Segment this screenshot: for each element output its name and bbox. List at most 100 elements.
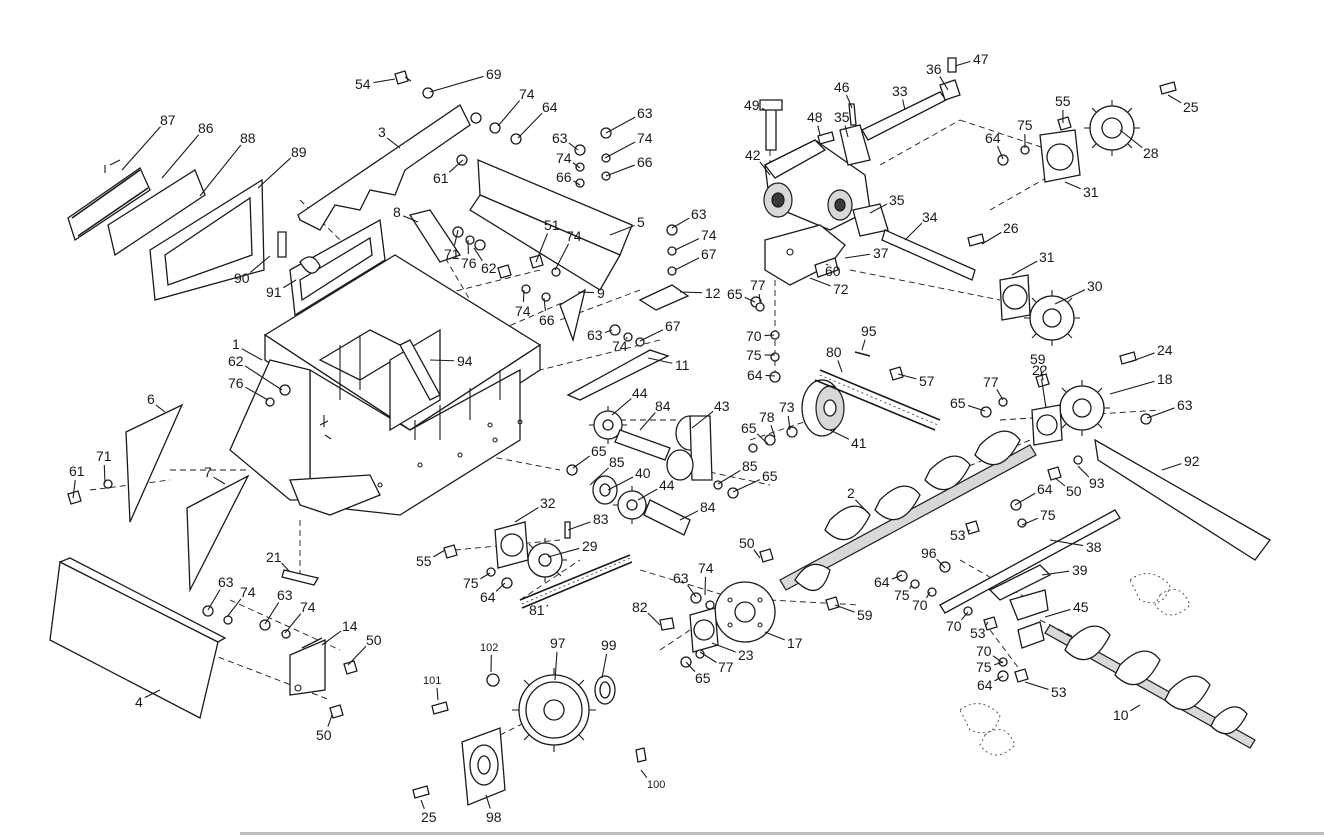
gasket-86 <box>67 167 151 242</box>
callout-leader <box>647 357 673 364</box>
callout-label: 63 <box>587 327 603 343</box>
callout-label: 55 <box>416 553 432 569</box>
callout-leader <box>869 203 888 214</box>
callout-leader <box>1014 492 1036 506</box>
callout-label: 2 <box>847 485 855 501</box>
callout-label: 97 <box>550 635 566 651</box>
callout-leader <box>994 661 1004 666</box>
callout-label: 96 <box>921 545 937 561</box>
callout-leader <box>637 488 658 501</box>
callout-label: 70 <box>946 618 962 634</box>
callout-leader <box>764 631 785 641</box>
callout-label: 65 <box>741 420 757 436</box>
callout-label: 76 <box>461 255 477 271</box>
window-88 <box>107 169 206 257</box>
callout-label: 50 <box>739 535 755 551</box>
callout-leader <box>647 612 661 626</box>
callout-leader <box>241 348 263 361</box>
callout-label: 62 <box>228 353 244 369</box>
callout-leader <box>909 584 913 590</box>
callout-leader <box>1054 289 1086 305</box>
callout-leader <box>554 651 558 681</box>
callout-label: 64 <box>480 589 496 605</box>
callout-label: 31 <box>1039 249 1055 265</box>
callout-leader <box>674 257 700 271</box>
callout-label: 74 <box>701 227 717 243</box>
callout-leader <box>711 642 736 653</box>
callout-leader <box>809 277 831 287</box>
callout-label: 62 <box>481 260 497 276</box>
callout-label: 11 <box>675 357 690 373</box>
callout-label: 50 <box>316 727 332 743</box>
bar-assembly <box>939 509 1121 649</box>
callout-leader <box>144 689 161 699</box>
callout-leader <box>605 164 635 177</box>
callout-leader <box>607 476 634 491</box>
callout-leader <box>967 405 986 412</box>
callout-leader <box>817 125 821 136</box>
callout-leader <box>1119 129 1143 149</box>
callout-label: 64 <box>747 367 763 383</box>
callout-label: 63 <box>1177 397 1193 413</box>
callout-leader <box>756 433 769 445</box>
callout-label: 22 <box>1032 362 1048 378</box>
callout-leader <box>640 769 648 779</box>
callout-leader <box>433 549 446 558</box>
callout-label: 65 <box>762 468 778 484</box>
callout-leader <box>495 582 506 592</box>
callout-label: 24 <box>1157 342 1173 358</box>
callout-label: 77 <box>983 374 999 390</box>
callout-leader <box>121 126 161 171</box>
callout-leader <box>1129 352 1155 363</box>
callout-label: 84 <box>700 499 716 515</box>
callout-leader <box>717 469 741 485</box>
callout-label: 25 <box>421 809 437 825</box>
bracket-8 <box>408 209 462 263</box>
callout-leader <box>485 794 491 809</box>
callout-leader <box>573 180 581 186</box>
callout-label: 7 <box>204 464 212 480</box>
callout-label: 32 <box>540 495 556 511</box>
callout-leader <box>402 215 419 223</box>
callout-leader <box>199 144 242 197</box>
callout-leader <box>759 161 771 176</box>
callout-leader <box>226 598 242 618</box>
callout-leader <box>244 365 283 391</box>
callout-label: 53 <box>970 625 986 641</box>
callout-leader <box>589 467 609 486</box>
callout-leader <box>1130 704 1141 712</box>
callout-leader <box>671 217 690 229</box>
callout-label: 23 <box>738 647 754 663</box>
callout-label: 66 <box>539 312 555 328</box>
callout-leader <box>844 125 849 138</box>
callout-label: 44 <box>632 385 648 401</box>
callout-label: 76 <box>228 375 244 391</box>
callout-leader <box>535 233 549 263</box>
callout-leader <box>639 412 656 431</box>
callout-leader <box>554 243 570 271</box>
callout-leader <box>284 613 302 634</box>
callout-leader <box>161 134 200 179</box>
callout-leader <box>611 398 632 416</box>
callout-label: 65 <box>591 443 607 459</box>
callout-leader <box>897 373 917 380</box>
callout-leader <box>207 589 221 611</box>
callout-leader <box>547 547 580 558</box>
callout-label: 26 <box>1003 220 1019 236</box>
callout-leader <box>679 510 699 521</box>
callout-leader <box>825 263 829 266</box>
callout-leader <box>448 159 464 173</box>
callout-label: 44 <box>659 477 675 493</box>
callout-label: 66 <box>556 169 572 185</box>
sprockets <box>461 100 1140 806</box>
callout-label: 41 <box>851 435 867 451</box>
callout-leader <box>939 76 949 91</box>
callout-leader <box>761 107 766 111</box>
callout-leader <box>1109 380 1155 395</box>
callout-label: 25 <box>1183 99 1199 115</box>
callout-label: 80 <box>826 344 842 360</box>
callout-leader <box>604 329 613 334</box>
callout-label: 42 <box>745 147 761 163</box>
callout-leader <box>829 429 850 440</box>
callout-leader <box>1011 260 1038 276</box>
